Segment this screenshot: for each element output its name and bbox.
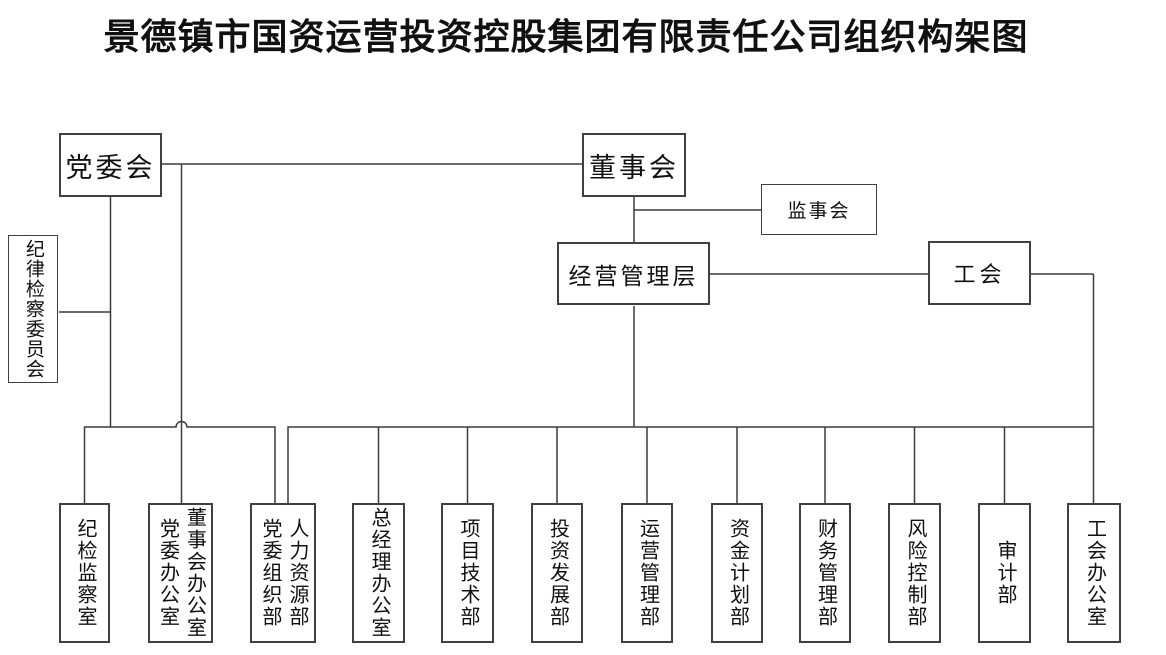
dept-label: 总经理办公室 bbox=[368, 507, 390, 639]
dept-label: 资金计划部 bbox=[726, 518, 749, 628]
node-board-of-supervisors: 监事会 bbox=[761, 184, 877, 235]
bus-management-departments bbox=[287, 426, 1094, 503]
node-discipline-inspection-committee: 纪律检察委员会 bbox=[8, 235, 58, 383]
node-board-of-directors-label: 董事会 bbox=[589, 152, 679, 183]
bus-party-departments bbox=[83, 420, 276, 503]
dept-project-technology: 项目技术部 bbox=[441, 503, 494, 643]
dept-hr-party-organization: 人力资源部 党委组织部 bbox=[250, 503, 316, 643]
dept-label: 项目技术部 bbox=[457, 518, 479, 628]
dept-label: 投资发展部 bbox=[546, 518, 569, 628]
node-board-of-supervisors-label: 监事会 bbox=[787, 201, 851, 222]
dept-board-office-party-office: 董事会办公室 党委办公室 bbox=[148, 503, 213, 643]
node-party-committee: 党委会 bbox=[59, 133, 162, 197]
node-board-of-directors: 董事会 bbox=[582, 133, 686, 197]
dept-label-secondary: 党委办公室 bbox=[156, 518, 179, 628]
dept-audit: 审计部 bbox=[978, 503, 1031, 643]
dept-label: 工会办公室 bbox=[1083, 518, 1106, 628]
dept-capital-planning: 资金计划部 bbox=[711, 503, 763, 643]
node-discipline-inspection-committee-label: 纪律检察委员会 bbox=[22, 239, 44, 379]
chart-title: 景德镇市国资运营投资控股集团有限责任公司组织构架图 bbox=[103, 17, 1029, 57]
dept-label: 审计部 bbox=[994, 540, 1016, 606]
dept-label: 风险控制部 bbox=[904, 518, 926, 628]
dept-label: 纪检监察室 bbox=[74, 518, 96, 628]
dept-risk-control: 风险控制部 bbox=[888, 503, 941, 643]
dept-label: 人力资源部 bbox=[286, 518, 308, 628]
dept-label: 财务管理部 bbox=[814, 518, 837, 628]
node-labor-union: 工会 bbox=[928, 241, 1031, 305]
dept-label: 运营管理部 bbox=[636, 518, 659, 628]
dept-operations-management: 运营管理部 bbox=[621, 503, 673, 643]
dept-investment-development: 投资发展部 bbox=[531, 503, 583, 643]
dept-label: 董事会办公室 bbox=[183, 507, 206, 639]
node-party-committee-label: 党委会 bbox=[65, 152, 156, 183]
dept-finance-management: 财务管理部 bbox=[799, 503, 851, 643]
node-management-team: 经营管理层 bbox=[557, 242, 710, 305]
dept-discipline-inspection-office: 纪检监察室 bbox=[59, 503, 110, 643]
node-management-team-label: 经营管理层 bbox=[568, 263, 699, 289]
drops-departments bbox=[377, 427, 1006, 503]
dept-general-manager-office: 总经理办公室 bbox=[352, 503, 405, 643]
node-labor-union-label: 工会 bbox=[953, 262, 1006, 287]
dept-label-secondary: 党委组织部 bbox=[259, 518, 281, 628]
dept-union-office: 工会办公室 bbox=[1067, 503, 1121, 643]
